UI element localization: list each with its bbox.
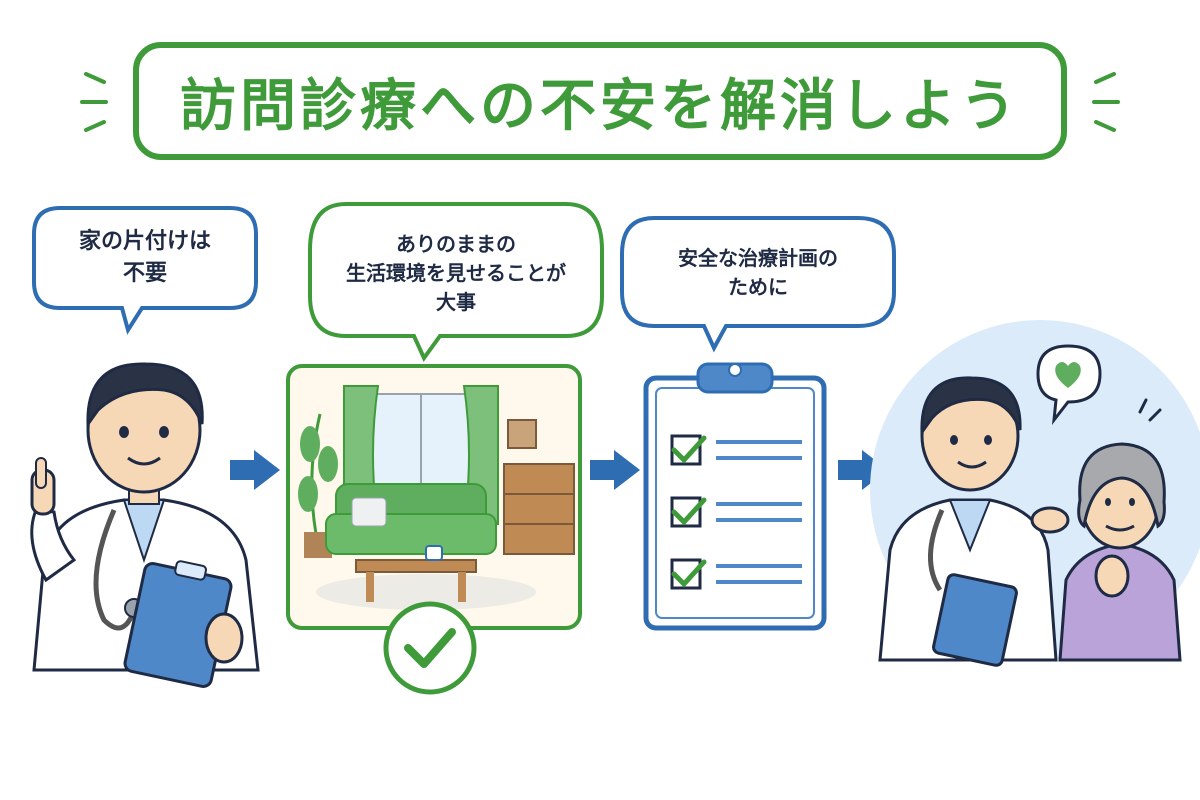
bubble-1-text: 家の片付けは 不要 [78, 229, 211, 286]
speech-bubble-1 [32, 206, 258, 335]
speech-bubble-2 [308, 202, 604, 362]
checklist-clipboard [643, 362, 827, 631]
title-banner: 訪問診療への不安を解消しよう [133, 42, 1067, 160]
speech-bubble-3 [620, 216, 896, 353]
doctor-patient-scene [870, 320, 1200, 667]
bubble-2-text: ありのままの 生活環境を見せることが 大事 [346, 232, 566, 314]
arrow-right-icon [838, 450, 888, 490]
living-room-scene [286, 364, 582, 630]
arrow-right-icon [230, 450, 280, 490]
bubble-3-text: 安全な治療計画の ために [678, 246, 838, 299]
check-circle-icon [383, 601, 477, 695]
arrow-right-icon [590, 450, 640, 490]
doctor-illustration [30, 362, 260, 688]
page-title: 訪問診療への不安を解消しよう [180, 73, 1020, 139]
